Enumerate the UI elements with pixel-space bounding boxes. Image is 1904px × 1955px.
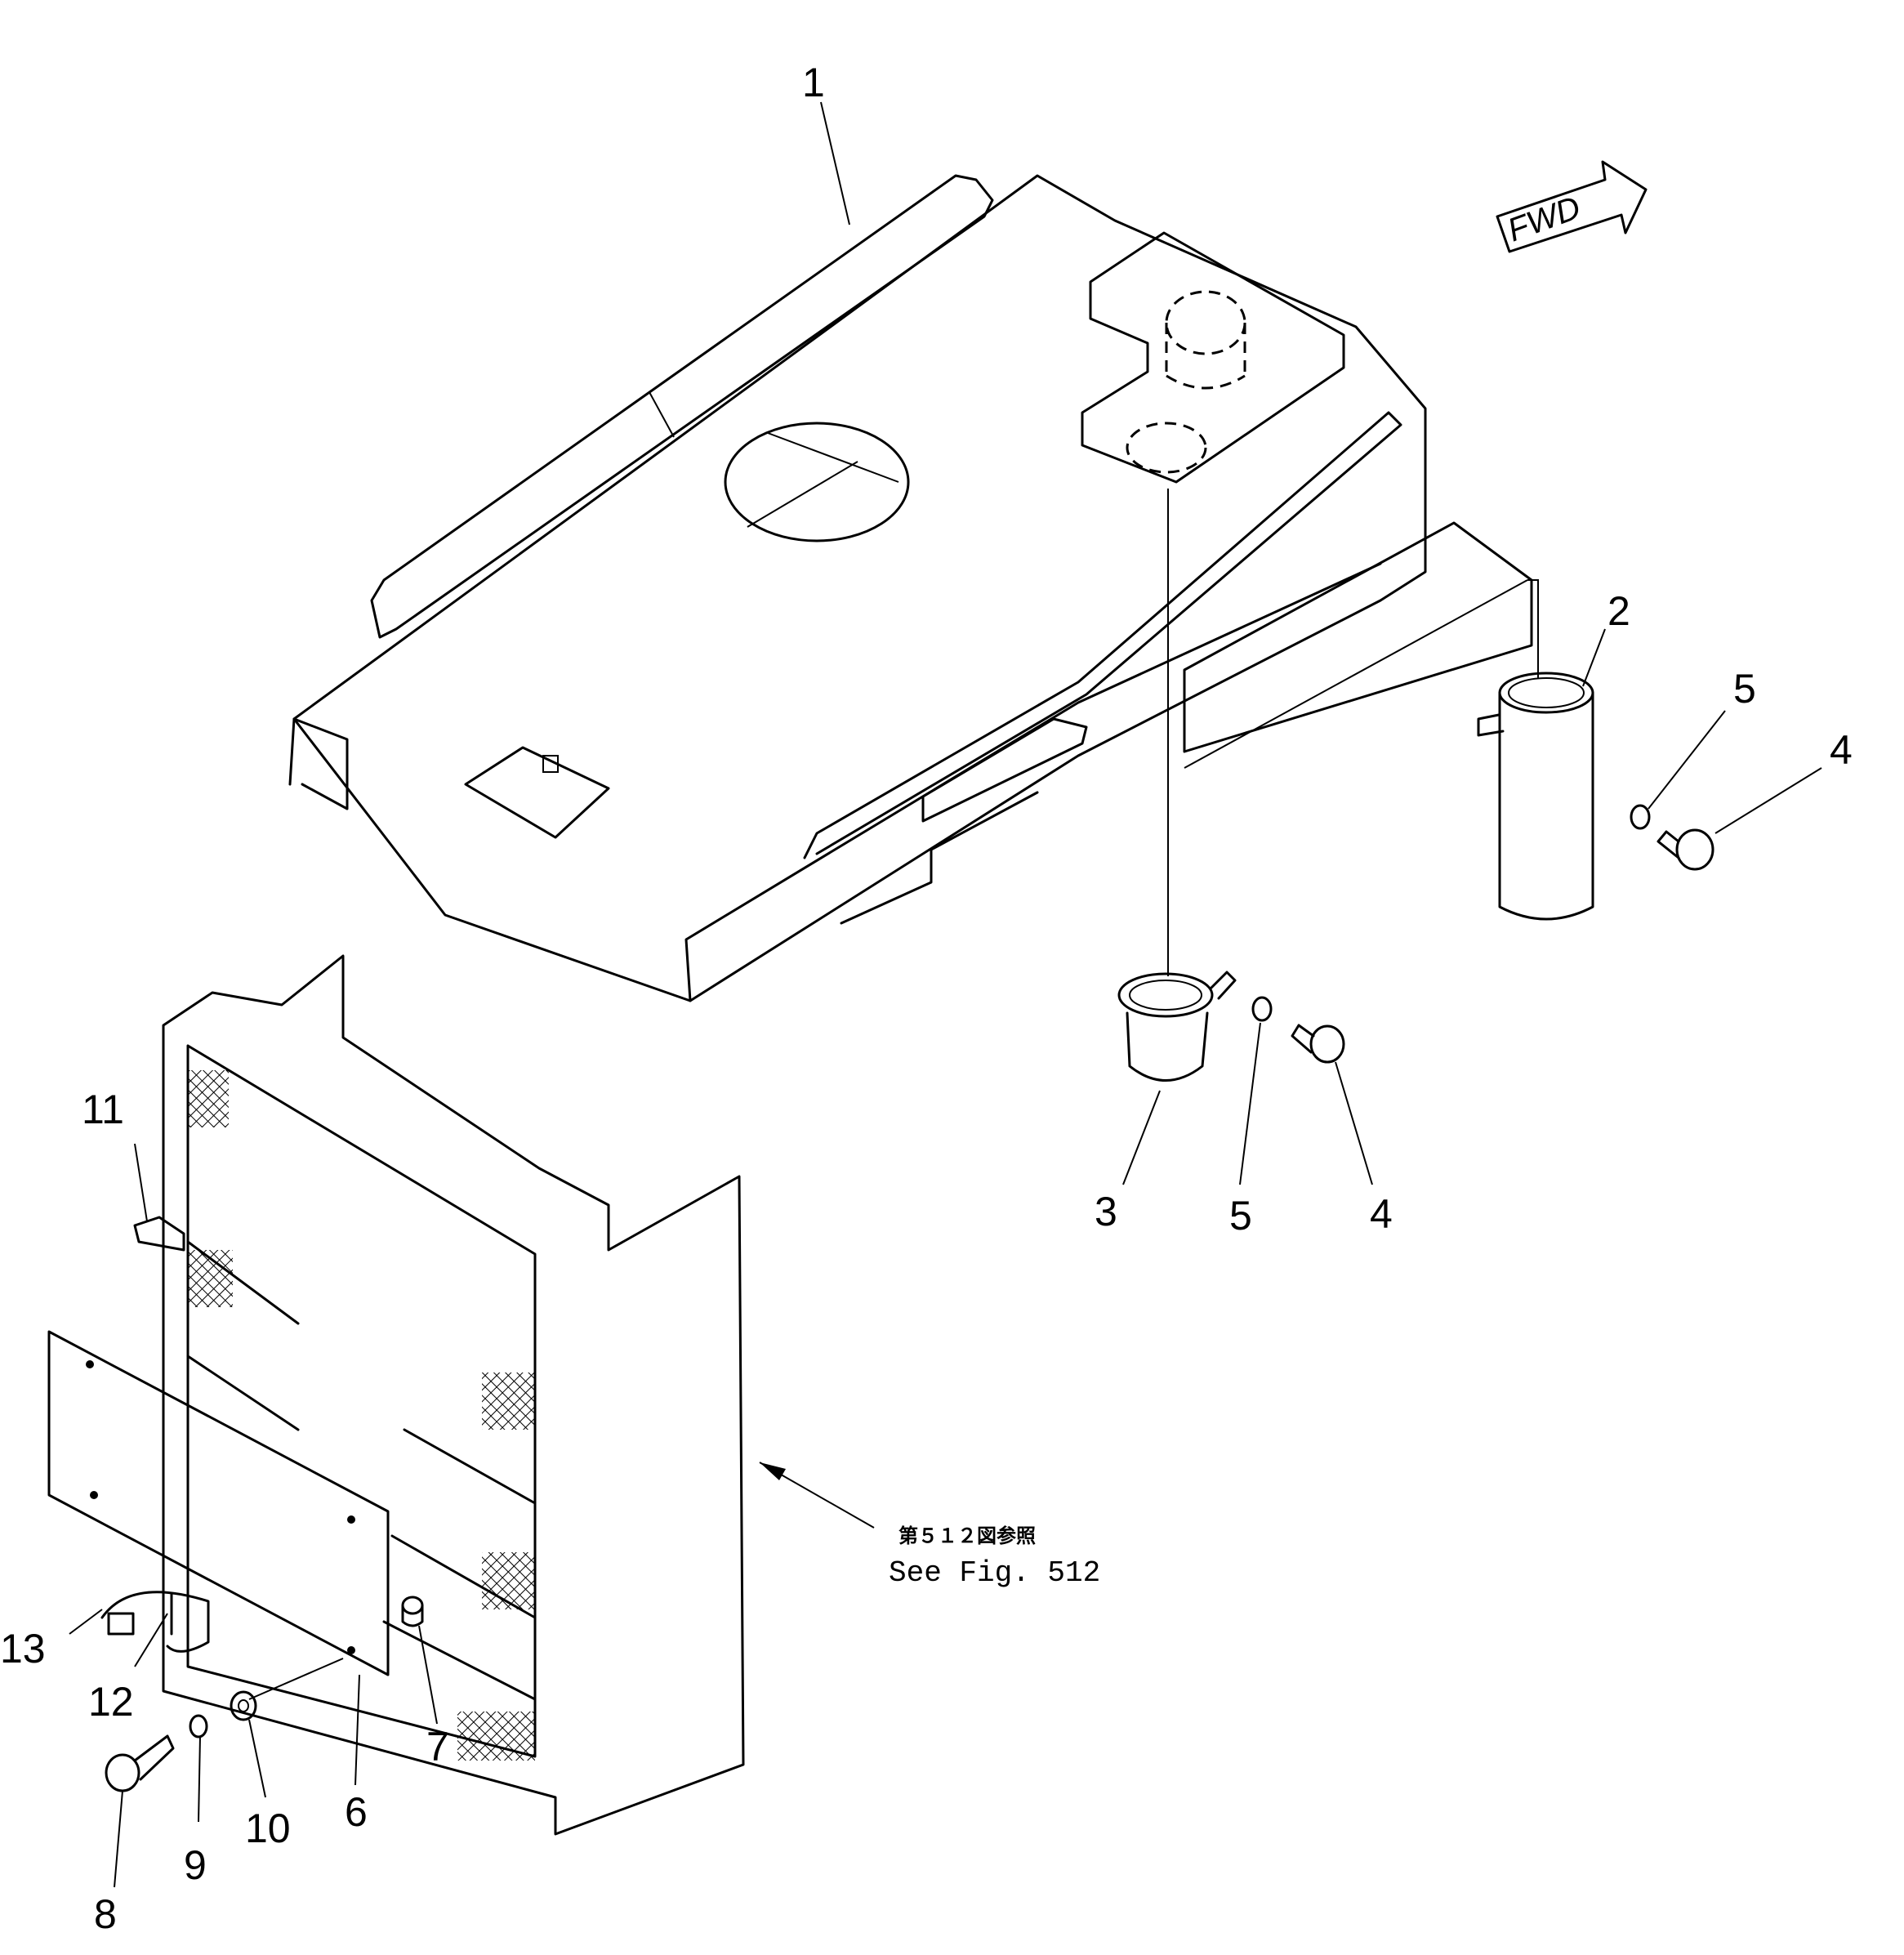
callout-8: 8 (94, 1891, 117, 1937)
exhaust-pipe (1477, 672, 1594, 921)
clamp-block (107, 1612, 135, 1636)
callout-1: 1 (802, 60, 825, 105)
callout-5b: 5 (1229, 1193, 1252, 1239)
bolt-cover (105, 1734, 175, 1792)
bolt-lower (1291, 1024, 1345, 1064)
flat-washer-cover (230, 1690, 257, 1721)
bracket (133, 1216, 185, 1252)
spacer (401, 1596, 424, 1627)
callout-4a: 4 (1830, 727, 1853, 773)
fwd-arrow: FWD (1496, 160, 1648, 253)
callout-13: 13 (0, 1626, 46, 1672)
engine-hood (288, 174, 1533, 1002)
callout-10: 10 (245, 1805, 291, 1851)
callout-6: 6 (345, 1789, 368, 1835)
callout-11: 11 (82, 1087, 124, 1132)
callout-12: 12 (88, 1679, 134, 1725)
callout-3: 3 (1095, 1189, 1117, 1234)
callout-9: 9 (184, 1842, 207, 1888)
clamp (100, 1591, 210, 1653)
stack-mount-box (1081, 231, 1345, 484)
lock-washer-upper (1630, 804, 1651, 830)
callout-5a: 5 (1733, 666, 1756, 712)
reference-note-jp: 第５１２図参照 (898, 1524, 1036, 1547)
lock-washer-lower (1251, 996, 1273, 1022)
cover-plate (47, 1330, 390, 1676)
radiator-guard (162, 954, 745, 1836)
callout-4b: 4 (1370, 1191, 1393, 1237)
intake-opening (724, 422, 910, 542)
lock-washer-cover (189, 1714, 208, 1739)
callout-2: 2 (1607, 588, 1630, 634)
callout-7: 7 (426, 1724, 449, 1770)
bolt-upper (1657, 828, 1714, 871)
adapter-cup (1117, 971, 1237, 1082)
reference-note-en: See Fig. 512 (889, 1556, 1100, 1590)
